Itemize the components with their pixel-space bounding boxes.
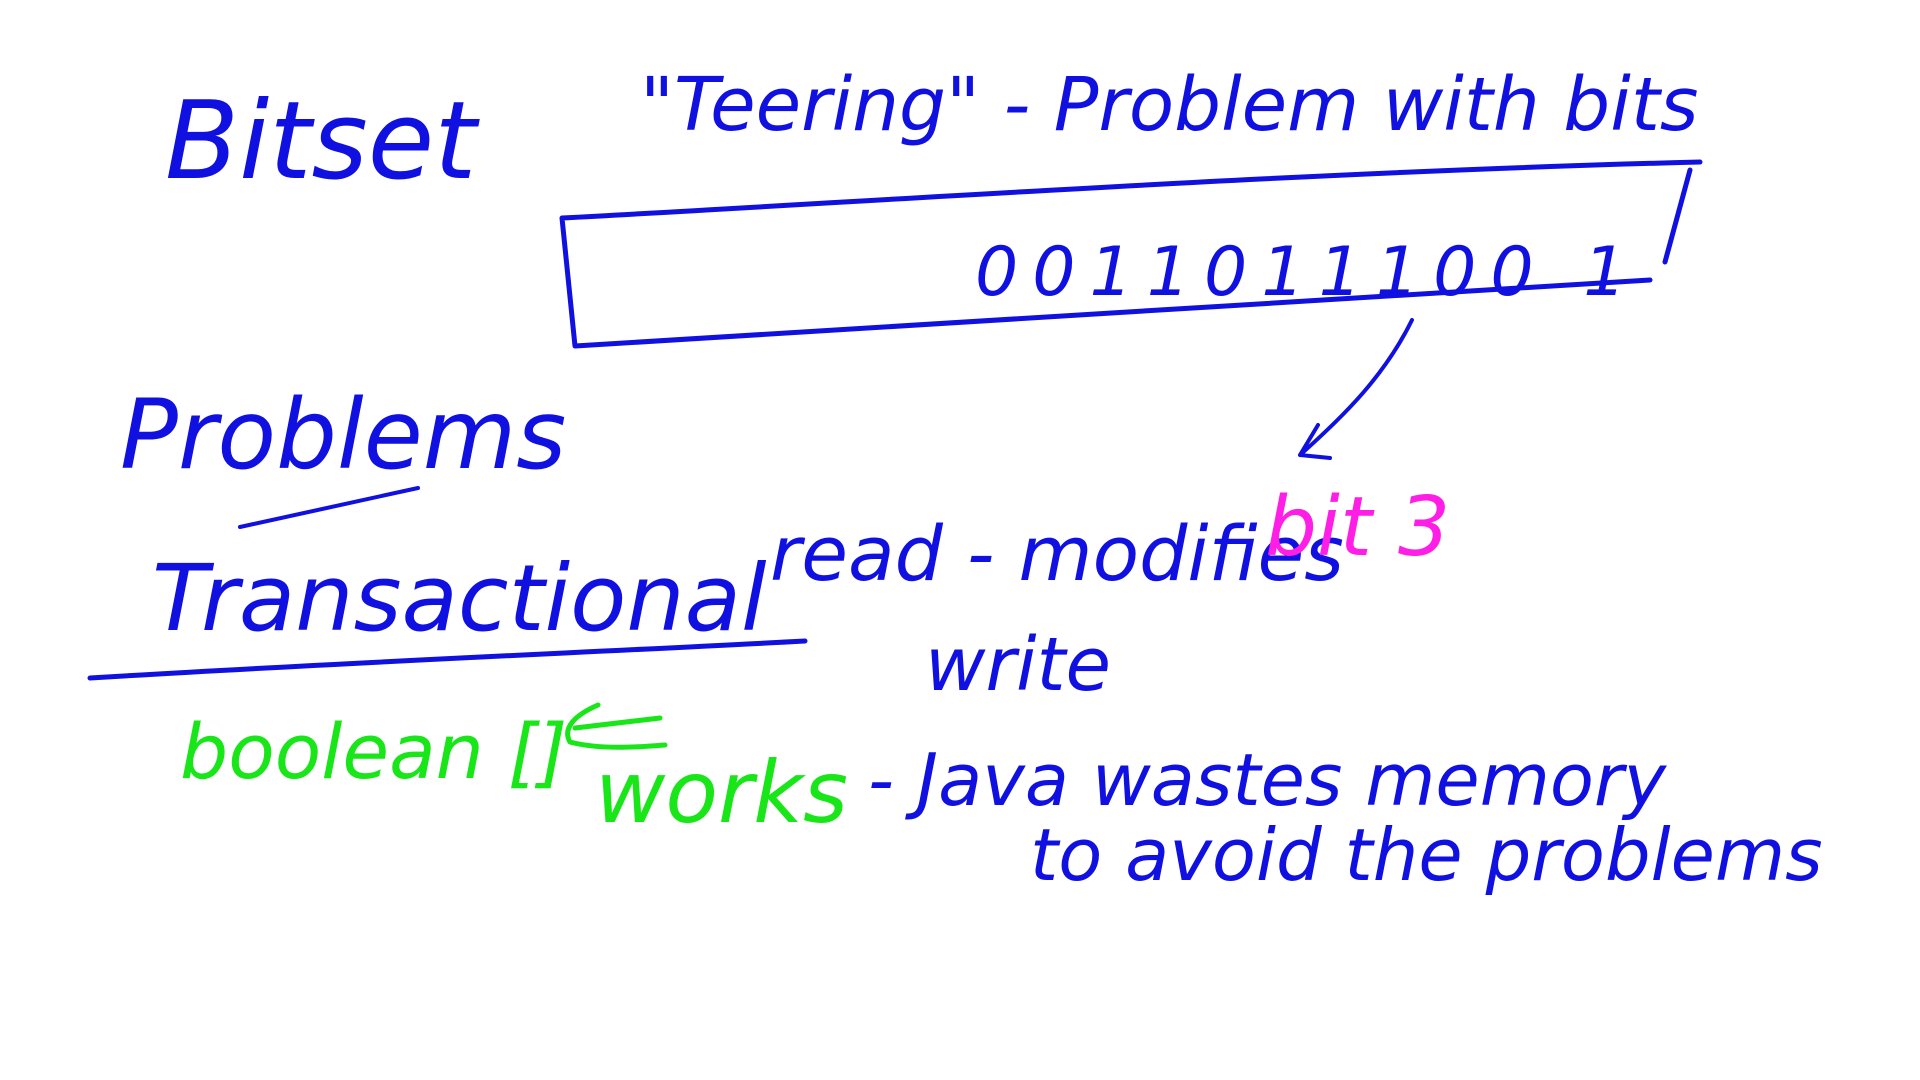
- label-transactional: Transactional: [152, 545, 767, 652]
- separator-line: [87, 638, 808, 681]
- bit-box-outline: [559, 159, 1703, 349]
- bit-row: 0011011100 1: [975, 233, 1641, 312]
- label-avoid-problems: to avoid the problems: [1030, 813, 1823, 897]
- label-bit-3: bit 3: [1265, 480, 1450, 575]
- arrow-to-read-modify: [1298, 318, 1414, 460]
- heading-tearing: "Teering" - Problem with bits: [640, 62, 1698, 148]
- label-works: works: [595, 743, 848, 843]
- problems-underline: [238, 486, 420, 529]
- label-write: write: [925, 622, 1111, 708]
- heading-problems: Problems: [120, 379, 566, 491]
- label-java-wastes-memory: - Java wastes memory: [868, 738, 1668, 822]
- arrow-left-icon: [565, 702, 668, 750]
- label-read-modifies: read - modifies: [770, 509, 1344, 598]
- heading-bitset: Bitset: [165, 79, 480, 204]
- label-boolean-array: boolean []: [180, 707, 567, 796]
